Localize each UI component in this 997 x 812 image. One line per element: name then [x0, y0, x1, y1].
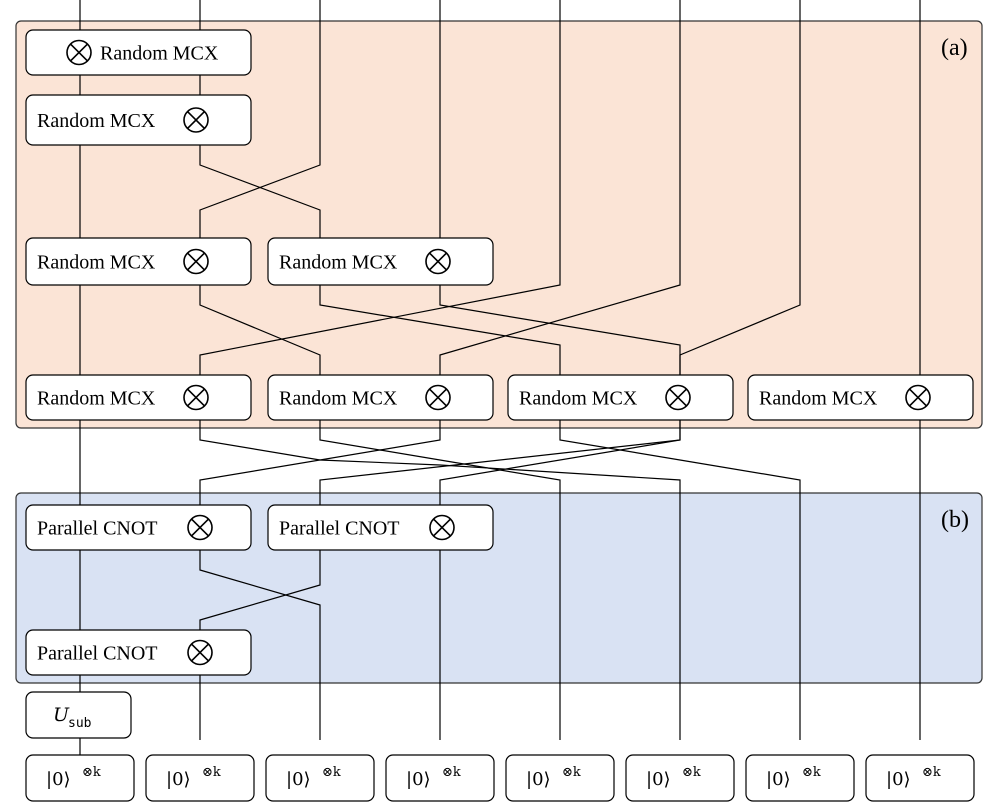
otimes-icon [665, 384, 691, 411]
gate-mcx-2: Random MCX [25, 94, 252, 146]
otimes-icon [425, 248, 451, 275]
gate-cnot-2: Parallel CNOT [267, 504, 494, 551]
gate-label: Random MCX [37, 110, 156, 132]
ket-superscript: ⊗k [682, 765, 701, 780]
ket-label: |0⟩ [406, 769, 431, 790]
input-box [145, 754, 255, 802]
gate-mcx-7: Random MCX [507, 374, 734, 421]
ket-superscript: ⊗k [442, 765, 461, 780]
input-box [505, 754, 615, 802]
qubit-wire-7 [199, 0, 801, 740]
gate-mcx-6: Random MCX [267, 374, 494, 421]
panel-a-label: (a) [941, 35, 968, 61]
ket-label: |0⟩ [286, 769, 311, 790]
gate-label: U [53, 704, 70, 726]
otimes-icon [183, 248, 209, 275]
input-state-8: |0⟩ ⊗k [865, 754, 975, 802]
otimes-icon [66, 39, 92, 66]
otimes-icon [429, 514, 455, 541]
input-state-4: |0⟩ ⊗k [385, 754, 495, 802]
input-state-5: |0⟩ ⊗k [505, 754, 615, 802]
input-state-3: |0⟩ ⊗k [265, 754, 375, 802]
input-box [265, 754, 375, 802]
gate-label: Random MCX [279, 388, 398, 410]
qubit-wire-4 [439, 0, 681, 740]
panel-a [15, 20, 983, 429]
ket-superscript: ⊗k [202, 765, 221, 780]
ket-label: |0⟩ [166, 769, 191, 790]
ket-superscript: ⊗k [82, 765, 101, 780]
ket-label: |0⟩ [46, 769, 71, 790]
inputs: |0⟩ ⊗k |0⟩ ⊗k |0⟩ ⊗k |0⟩ ⊗k |0⟩ ⊗k |0⟩ ⊗k |0⟩ ⊗k |0⟩ ⊗k [25, 754, 975, 802]
gates: Random MCX Random MCX Random MCX Random MCX… [25, 29, 974, 739]
gate-label: Random MCX [279, 252, 398, 274]
gate-label: Random MCX [519, 388, 638, 410]
gate-mcx-8: Random MCX [747, 374, 974, 421]
ket-label: |0⟩ [886, 769, 911, 790]
gate-label: Parallel CNOT [37, 518, 158, 540]
input-state-6: |0⟩ ⊗k [625, 754, 735, 802]
qubit-wire-5 [199, 0, 681, 740]
gate-label: Random MCX [37, 388, 156, 410]
input-box [865, 754, 975, 802]
input-box [625, 754, 735, 802]
ket-label: |0⟩ [766, 769, 791, 790]
gate-label: Parallel CNOT [37, 643, 158, 665]
gate-label: Random MCX [37, 252, 156, 274]
ket-superscript: ⊗k [562, 765, 581, 780]
panel-b-label: (b) [941, 507, 969, 533]
otimes-icon [183, 107, 209, 133]
otimes-icon [187, 639, 213, 666]
input-box [25, 754, 135, 802]
input-state-2: |0⟩ ⊗k [145, 754, 255, 802]
otimes-icon [187, 514, 213, 541]
gate-mcx-1: Random MCX [25, 29, 252, 76]
panel-b [15, 492, 983, 684]
qubit-wire-3 [199, 0, 561, 740]
ket-superscript: ⊗k [922, 765, 941, 780]
input-box [385, 754, 495, 802]
gate-label: Random MCX [759, 388, 878, 410]
input-box [745, 754, 855, 802]
otimes-icon [905, 384, 931, 411]
qubit-wire-6 [199, 0, 681, 740]
gate-mcx-3: Random MCX [25, 237, 252, 286]
input-state-1: |0⟩ ⊗k [25, 754, 135, 802]
gate-cnot-1: Parallel CNOT [25, 504, 252, 551]
otimes-icon [183, 384, 209, 411]
ket-label: |0⟩ [646, 769, 671, 790]
gate-mcx-5: Random MCX [25, 374, 252, 421]
gate-mcx-4: Random MCX [267, 237, 494, 286]
gate-label: Parallel CNOT [279, 518, 400, 540]
wires [79, 0, 921, 760]
gate-label: Random MCX [100, 43, 219, 65]
ket-superscript: ⊗k [322, 765, 341, 780]
gate-label-subscript: sub [68, 716, 92, 731]
otimes-icon [425, 384, 451, 411]
ket-superscript: ⊗k [802, 765, 821, 780]
gate-cnot-3: Parallel CNOT [25, 629, 252, 676]
gate-box [25, 691, 132, 739]
input-state-7: |0⟩ ⊗k [745, 754, 855, 802]
ket-label: |0⟩ [526, 769, 551, 790]
